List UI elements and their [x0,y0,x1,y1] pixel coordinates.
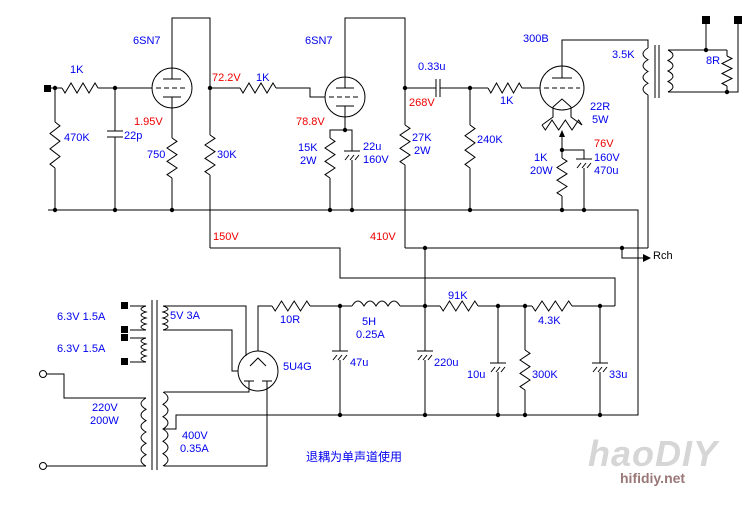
tube3-label: 300B [523,33,549,45]
ht-winding-current-label: 0.35A [180,443,209,455]
heater-winding1-label: 6.3V 1.5A [57,311,106,323]
mains-primary-voltage-label: 220V [92,402,118,414]
plate2-voltage: 268V [409,97,435,109]
r-bleeder-label: 300K [532,369,558,381]
choke-label: 5H [362,316,377,328]
r-plate-load1-label: 30K [217,149,237,161]
rail-150v-voltage: 150V [213,231,239,243]
r-hum-balance-wattage: 5W [592,114,609,126]
r-grid-stopper2-label: 1K [256,72,270,84]
cathode3-voltage: 76V [594,138,614,150]
rail-410v-voltage: 410V [370,231,396,243]
r-cathode3-label: 1K [534,152,548,164]
r-divider1-label: 91K [448,290,468,302]
watermark-big: haoDIY [588,433,719,474]
c-cathode3-rating: 160V [594,152,620,164]
r-cathode3-wattage: 20W [530,165,553,177]
r-filter-label: 10R [280,314,301,326]
r-grid-stopper3-label: 1K [500,95,514,107]
c-filter2-label: 220u [434,357,459,369]
ht-winding-label: 400V [182,430,208,442]
r-plate-load2-label: 27K [412,132,432,144]
r-divider2-label: 4.3K [538,315,561,327]
c-cathode2-rating: 160V [363,154,389,166]
r-hum-balance-label: 22R [590,101,611,113]
r-cathode2-wattage: 2W [300,155,317,167]
opt-primary-label: 3.5K [612,49,635,61]
c-filter4-label: 33u [609,369,628,381]
c-input-label: 22p [124,130,143,142]
r-cathode2-label: 15K [298,142,318,154]
r-cathode1-label: 750 [147,149,166,161]
c-cathode2-label: 22u [363,141,382,153]
rectifier-filament-label: 5V 3A [170,310,200,322]
r-grid-leak1-label: 470K [64,132,90,144]
cathode1-voltage: 1.95V [134,116,163,128]
speaker-load-label: 8R [706,55,721,67]
c-coupling-label: 0.33u [418,61,446,73]
watermark-small: hifidiy.net [620,470,686,486]
r-grid-stopper1-label: 1K [70,64,84,76]
choke-current-label: 0.25A [356,329,385,341]
r-plate-load2-wattage: 2W [414,145,431,157]
tube1-label: 6SN7 [133,35,161,47]
heater-winding2-label: 6.3V 1.5A [57,343,106,355]
c-filter3-label: 10u [467,369,486,381]
tube4-label: 5U4G [283,361,312,373]
rch-label: Rch [653,250,673,262]
cathode2-voltage: 78.8V [296,116,325,128]
tube2-label: 6SN7 [305,35,333,47]
note-mono: 退耦为单声道使用 [306,450,403,464]
mains-primary-power-label: 200W [90,415,119,427]
c-filter1-label: 47u [350,357,369,369]
plate1-voltage: 72.2V [212,72,241,84]
r-grid-leak3-label: 240K [477,134,503,146]
c-cathode3-label: 470u [594,165,619,177]
